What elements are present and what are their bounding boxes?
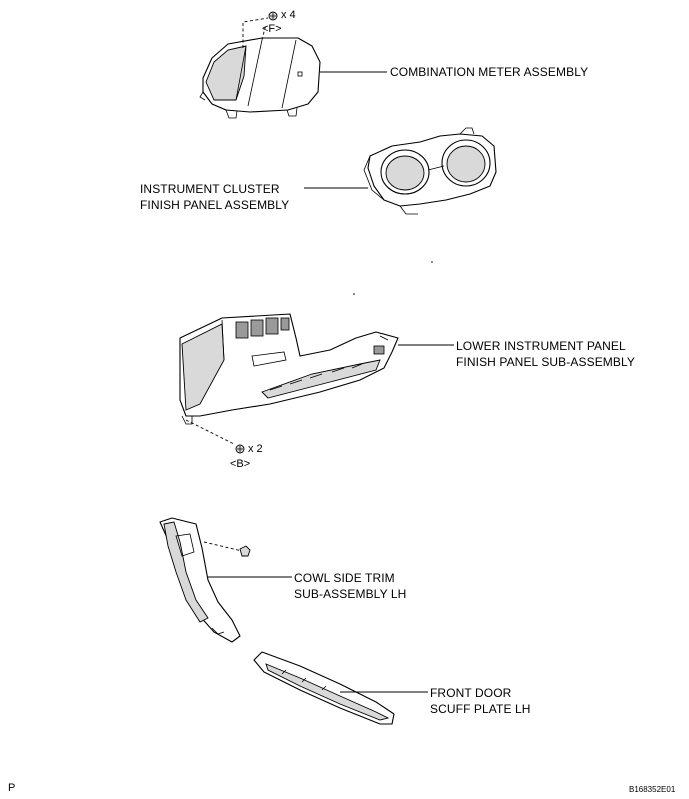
figure-id: B168352E01 [629, 785, 676, 794]
instrument-cluster-finish-panel [363, 127, 497, 215]
instrument-cluster-label-line2: FINISH PANEL ASSEMBLY [140, 198, 290, 212]
screw-b-icon [235, 444, 245, 454]
front-door-scuff-label-line1: FRONT DOOR [430, 686, 512, 700]
screw-f-code: <F> [262, 23, 282, 35]
clip-icon [239, 545, 251, 557]
screw-b-code: <B> [230, 458, 251, 470]
lower-instrument-panel-label-line1: LOWER INSTRUMENT PANEL [456, 339, 626, 353]
lower-instrument-panel-label-line2: FINISH PANEL SUB-ASSEMBLY [456, 355, 635, 369]
combination-meter-label: COMBINATION METER ASSEMBLY [390, 65, 589, 79]
front-door-scuff-plate [253, 651, 395, 725]
front-door-scuff-label-line2: SCUFF PLATE LH [430, 702, 531, 716]
screw-f-icon [268, 11, 278, 21]
lower-instrument-panel-finish-panel [179, 313, 399, 445]
cowl-side-trim [159, 517, 243, 643]
footer-left-mark: P [8, 782, 16, 794]
screw-b-qty: x 2 [248, 443, 263, 455]
screw-f-qty: x 4 [281, 9, 296, 21]
instrument-cluster-label-line1: INSTRUMENT CLUSTER [140, 182, 280, 196]
combination-meter-assembly [199, 17, 321, 119]
cowl-side-trim-label-line1: COWL SIDE TRIM [294, 571, 395, 585]
cowl-side-trim-label-line2: SUB-ASSEMBLY LH [294, 587, 407, 601]
